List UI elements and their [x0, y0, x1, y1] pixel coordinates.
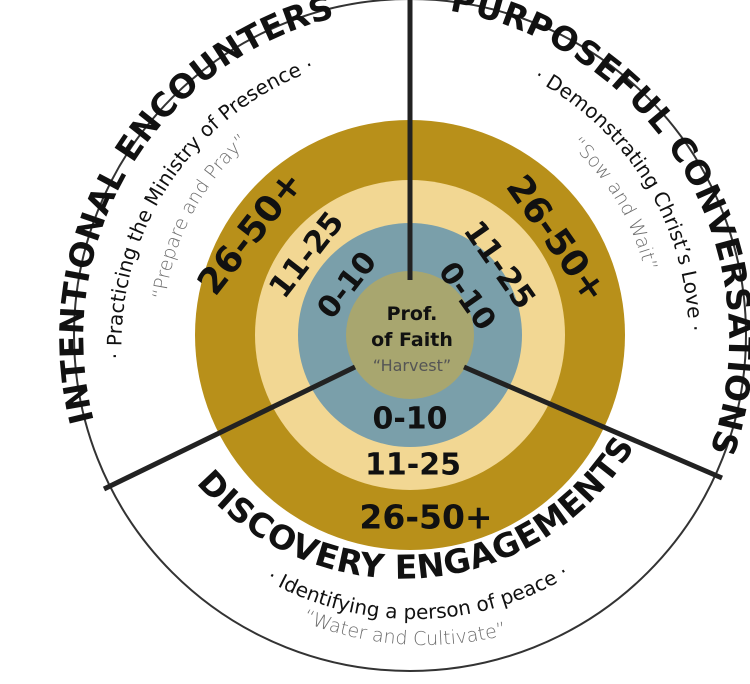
- divider-left: [102, 364, 357, 492]
- center-circle: [346, 271, 474, 399]
- center-quote: “Harvest”: [373, 356, 451, 375]
- center-line-1: Prof.: [387, 303, 438, 325]
- center-line-2: of Faith: [371, 329, 453, 351]
- discovery-inner-label: 0-10: [372, 402, 447, 437]
- divider-right: [463, 364, 723, 481]
- discovery-middle-label: 11-25: [365, 448, 461, 483]
- discovery-outer-label: 26-50+: [359, 498, 492, 537]
